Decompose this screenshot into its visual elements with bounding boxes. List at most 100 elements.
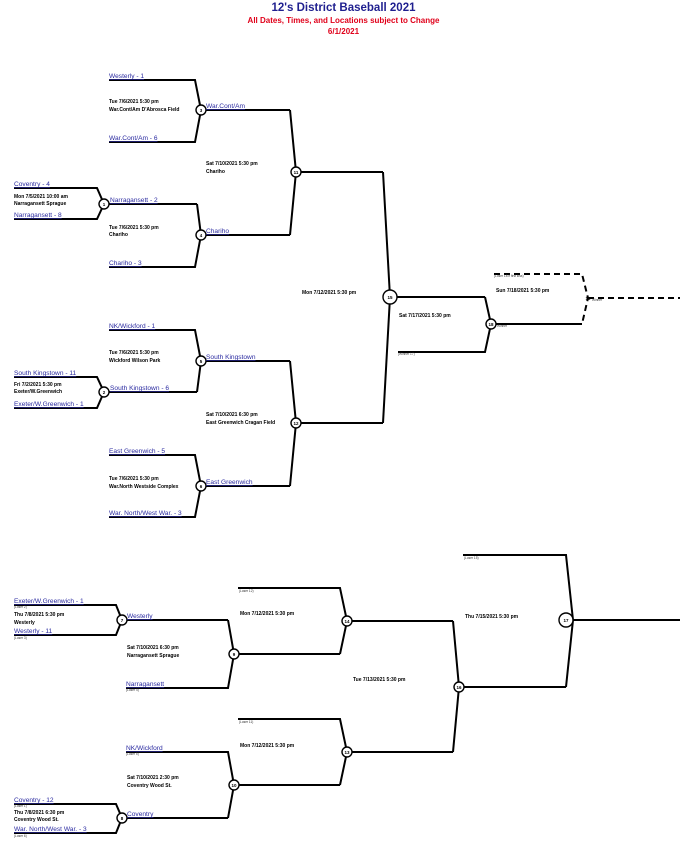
game9-location: Narragansett Sprague [127,653,179,659]
game6-team-top[interactable]: East Greenwich - 5 [109,448,165,455]
game18-number: 18 [488,322,494,327]
game12-location: East Greenwich Cragan Field [206,420,275,426]
game10-team-top[interactable]: NK/Wickford [126,745,163,752]
game5-datetime: Tue 7/6/2021 5:30 pm [109,350,159,356]
page-title: 12's District Baseball 2021 [271,2,416,14]
game3-circle: 3 [195,104,207,116]
game8-location: Coventry Wood St. [14,817,59,823]
game19-top-note: (Loser 18 if first loss) [494,274,524,278]
game6-circle: 6 [195,480,207,492]
game2-datetime: Fri 7/2/2021 5:30 pm [14,382,62,388]
game5-team-top[interactable]: NK/Wickford - 1 [109,323,155,330]
game3-team-top[interactable]: Westerly - 1 [109,73,144,80]
game1-datetime: Mon 7/5/2021 10:00 am [14,194,68,200]
game10-location: Coventry Wood St. [127,783,172,789]
game2-location: Exeter/W.Greenwich [14,389,62,395]
game2-circle: 2 [98,386,110,398]
game10-bracket [126,751,236,819]
game8-team-bottom[interactable]: War. North/West War. - 3 [14,826,87,833]
game19-circle: 19 [585,296,591,301]
game9-bracket [126,619,236,689]
game7-team-bottom-note: (Loser 3) [14,636,27,640]
game18-bottom-note: (Winner 17) [398,352,415,356]
game15-number: 15 [387,295,393,300]
game3-winner[interactable]: War.Cont/Am [206,103,245,110]
game12-circle: 12 [290,417,302,429]
game3-team-bottom[interactable]: War.Cont/Am - 6 [109,135,158,142]
game2-winner[interactable]: South Kingstown - 6 [110,385,169,392]
game17-top-note: (Loser 15) [464,556,479,560]
game18-datetime: Sat 7/17/2021 5:30 pm [399,313,451,319]
game7-number: 7 [121,618,124,623]
game8-circle: 8 [116,812,128,824]
game1-winner[interactable]: Narragansett - 2 [110,197,158,204]
game5-winner[interactable]: South Kingstown [206,354,256,361]
game4-number: 4 [200,233,203,238]
game1-team-bottom[interactable]: Narragansett - 8 [14,212,62,219]
game7-team-top[interactable]: Exeter/W.Greenwich - 1 [14,598,84,605]
game3-datetime: Tue 7/6/2021 5:30 pm [109,99,159,105]
game2-number: 2 [103,390,106,395]
game10-team-top-note: (Loser 5) [126,752,139,756]
game6-location: War.North Westside Complex [109,484,179,490]
game9-team-bottom[interactable]: Narragansett [126,681,164,688]
game7-winner[interactable]: Westerly [127,613,153,620]
game8-datetime: Thu 7/8/2021 6:30 pm [14,810,65,816]
game17-circle: 17 [558,612,574,628]
game13-bracket [238,718,349,786]
game10-number: 10 [231,783,237,788]
game6-number: 6 [200,484,203,489]
game8-number: 8 [121,816,124,821]
game4-location: Chariho [109,232,128,238]
game1-location: Narragansett Sprague [14,201,66,207]
game14-number: 14 [344,619,350,624]
game14-datetime: Mon 7/12/2021 5:30 pm [240,611,295,617]
game5-location: Wickford Wilson Park [109,358,161,364]
game13-circle: 13 [341,746,353,758]
game3-location: War.Cont/Am D'Abrosca Field [109,107,179,113]
game11-number: 11 [294,170,299,175]
game14-circle: 14 [341,615,353,627]
game5-bracket [109,329,203,393]
game12-number: 12 [293,421,299,426]
game19-winner-note: Winner [592,298,603,302]
game9-team-bottom-note: (Loser 4) [126,688,139,692]
game9-datetime: Sat 7/10/2021 6:30 pm [127,645,179,651]
game1-team-top[interactable]: Coventry - 4 [14,181,50,188]
game5-number: 5 [200,359,203,364]
game1-circle: 1 [98,198,110,210]
game7-datetime: Thu 7/8/2021 5:30 pm [14,612,65,618]
game18-winner-note: Winner [497,324,508,328]
game9-number: 9 [233,652,236,657]
game11-circle: 11 [290,166,302,178]
game4-team-bottom[interactable]: Chariho - 3 [109,260,142,267]
game16-datetime: Tue 7/13/2021 5:30 pm [353,677,406,683]
game7-circle: 7 [116,614,128,626]
game2-team-bottom[interactable]: Exeter/W.Greenwich - 1 [14,401,84,408]
page-date: 6/1/2021 [327,27,360,36]
game6-datetime: Tue 7/6/2021 5:30 pm [109,476,159,482]
game2-team-top[interactable]: South Kingstown - 11 [14,370,77,377]
game11-location: Chariho [206,169,225,175]
game16-circle: 16 [453,681,465,693]
game4-circle: 4 [195,229,207,241]
game3-number: 3 [200,108,203,113]
page-subtitle: All Dates, Times, and Locations subject … [247,16,440,25]
game11-datetime: Sat 7/10/2021 5:30 pm [206,161,258,167]
game6-team-bottom[interactable]: War. North/West War. - 3 [109,510,182,517]
game18-circle: 18 [485,318,497,330]
game19-bracket [494,273,590,325]
game10-circle: 10 [228,779,240,791]
game19-number: 19 [585,296,591,301]
game7-team-bottom[interactable]: Westerly - 11 [14,628,53,635]
game13-number: 13 [344,750,350,755]
game6-winner[interactable]: East Greenwich [206,479,253,486]
game8-team-top[interactable]: Coventry - 12 [14,797,54,804]
game4-winner[interactable]: Chariho [206,228,229,235]
game8-winner[interactable]: Coventry [127,811,154,818]
game5-circle: 5 [195,355,207,367]
game7-location: Westerly [14,620,35,626]
game7-team-top-note: (Loser 2) [14,605,27,609]
game17-number: 17 [563,618,569,623]
